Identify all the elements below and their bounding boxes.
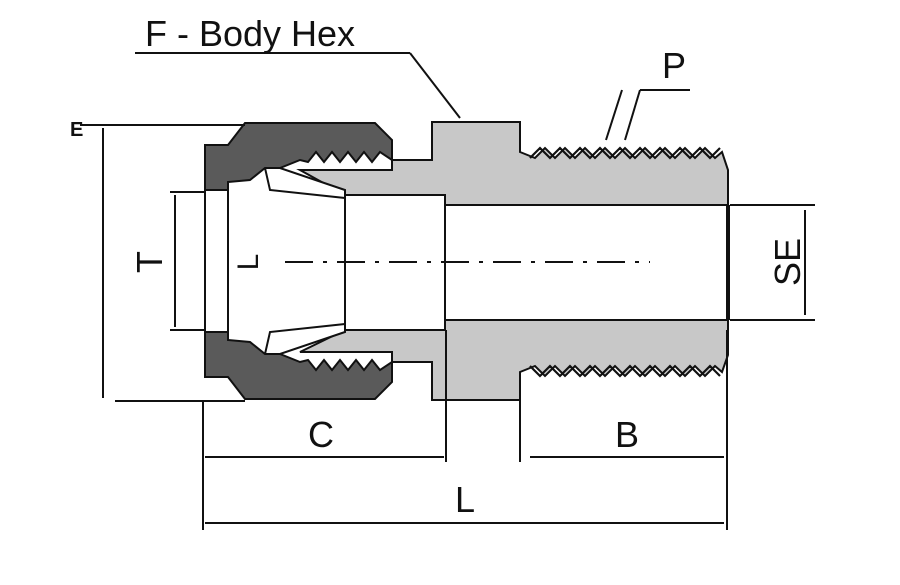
fitting-body — [296, 121, 729, 401]
thread-lower — [529, 364, 721, 378]
nut-upper — [204, 122, 393, 191]
nut-lower — [204, 331, 393, 400]
label-end-bore: SE — [767, 238, 808, 286]
label-nut-hex-marker: E — [70, 119, 83, 141]
body-upper — [296, 121, 729, 206]
label-pipe-thread: P — [662, 45, 686, 86]
label-bore-marker: L — [232, 254, 265, 271]
label-tube-od: T — [129, 251, 170, 273]
label-body-hex: F - Body Hex — [145, 13, 355, 54]
label-dim-b: B — [615, 414, 639, 455]
tube-opening — [204, 189, 229, 333]
label-dim-l: L — [455, 479, 475, 520]
dimensions — [80, 52, 815, 530]
label-dim-c: C — [308, 414, 334, 455]
nut — [204, 122, 393, 400]
thread-upper — [529, 146, 721, 160]
